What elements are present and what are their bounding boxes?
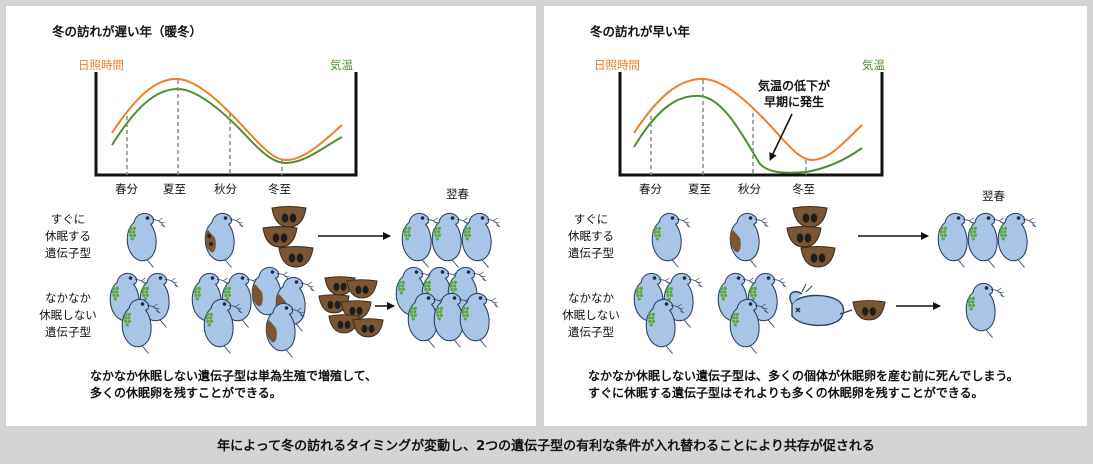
right-slow-label-2: 休眠しない bbox=[562, 308, 620, 322]
left-panel-title: 冬の訪れが遅い年（暖冬） bbox=[52, 24, 202, 39]
left-quick-label-1: すぐに bbox=[51, 212, 86, 226]
left-panel: 冬の訪れが遅い年（暖冬） 日照時間 気温 春分 夏至 秋分 冬至 翌春 すぐに … bbox=[6, 6, 536, 426]
right-temperature-curve bbox=[633, 94, 863, 174]
right-season-markers bbox=[650, 80, 807, 175]
footer-summary: 年によって冬の訪れるタイミングが変動し、2つの遺伝子型の有利な条件が入れ替わるこ… bbox=[217, 438, 875, 454]
left-quick-row bbox=[126, 206, 502, 269]
right-panel: 冬の訪れが早い年 日照時間 気温 気温の低下が 早期に発生 春分 夏至 秋分 冬… bbox=[544, 6, 1087, 426]
right-chart-frame bbox=[618, 72, 884, 177]
right-season-autumn: 秋分 bbox=[738, 182, 761, 196]
right-quick-label-2: 休眠する bbox=[568, 229, 614, 243]
right-quick-row bbox=[651, 206, 1038, 269]
right-season-winter: 冬至 bbox=[792, 182, 815, 196]
right-caption-line-1: なかなか休眠しない遺伝子型は、多くの個体が休眠卵を産む前に死んでしまう。 bbox=[588, 368, 1019, 383]
left-next-spring: 翌春 bbox=[446, 187, 469, 201]
left-chart-frame bbox=[94, 72, 358, 177]
right-daylight-label: 日照時間 bbox=[594, 58, 640, 72]
left-season-summer: 夏至 bbox=[163, 182, 186, 196]
dead-daphnia bbox=[789, 283, 853, 327]
right-annotation-line-2: 早期に発生 bbox=[764, 94, 824, 109]
left-quick-label-2: 休眠する bbox=[45, 229, 91, 243]
left-daylight-curve bbox=[111, 77, 343, 162]
right-caption-line-2: すぐに休眠する遺伝子型はそれよりも多くの休眠卵を残すことができる。 bbox=[588, 385, 984, 400]
right-season-summer: 夏至 bbox=[688, 182, 711, 196]
left-caption-line-1: なかなか休眠しない遺伝子型は単為生殖で増殖して、 bbox=[90, 368, 377, 383]
right-quick-label-1: すぐに bbox=[574, 212, 609, 226]
right-slow-label-1: なかなか bbox=[568, 291, 614, 305]
right-season-spring: 春分 bbox=[639, 182, 662, 196]
right-annotation-line-1: 気温の低下が bbox=[758, 78, 830, 93]
left-slow-label-1: なかなか bbox=[45, 291, 91, 305]
right-quick-label-3: 遺伝子型 bbox=[568, 246, 614, 260]
left-season-spring: 春分 bbox=[115, 182, 138, 196]
left-quick-label-3: 遺伝子型 bbox=[45, 246, 91, 260]
left-temperature-label: 気温 bbox=[330, 58, 353, 72]
right-slow-label-3: 遺伝子型 bbox=[568, 325, 614, 339]
left-season-markers bbox=[126, 80, 283, 175]
left-temperature-curve bbox=[111, 87, 343, 165]
left-season-winter: 冬至 bbox=[268, 182, 291, 196]
right-annotation-arrow bbox=[769, 113, 793, 161]
right-temperature-label: 気温 bbox=[862, 58, 885, 72]
left-daylight-label: 日照時間 bbox=[78, 58, 124, 72]
left-caption-line-2: 多くの休眠卵を残すことができる。 bbox=[90, 385, 282, 400]
left-slow-row bbox=[109, 266, 500, 359]
left-slow-label-2: 休眠しない bbox=[39, 308, 97, 322]
right-daylight-curve bbox=[633, 77, 863, 162]
right-next-spring: 翌春 bbox=[982, 189, 1005, 203]
right-slow-row bbox=[633, 272, 1006, 355]
left-season-autumn: 秋分 bbox=[214, 182, 237, 196]
right-panel-title: 冬の訪れが早い年 bbox=[590, 24, 691, 39]
left-slow-label-3: 遺伝子型 bbox=[45, 325, 91, 339]
